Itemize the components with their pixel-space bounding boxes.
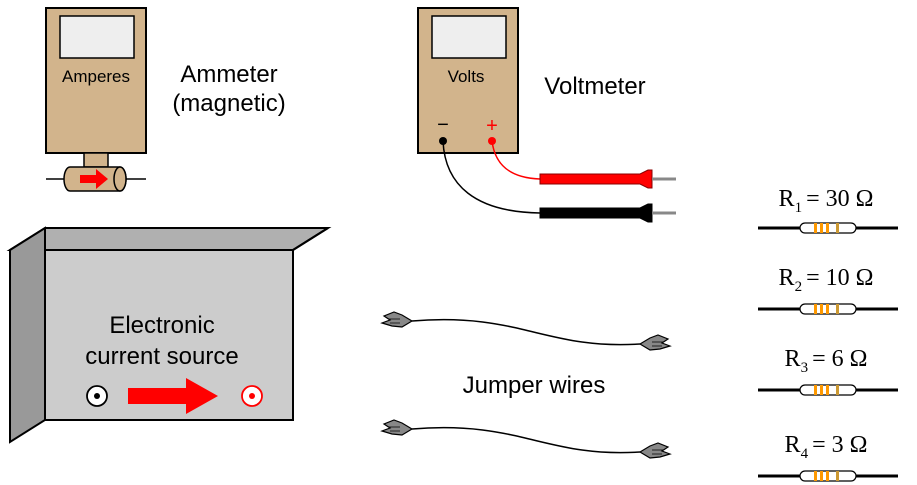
ammeter-arrow-icon: [80, 169, 108, 189]
red-test-lead[interactable]: [491, 140, 676, 189]
voltmeter-scale-label: Volts: [448, 67, 485, 86]
ammeter-clamp-end: [113, 166, 127, 192]
resistor-r2-label: R2= 10 Ω: [779, 265, 874, 295]
resistor-r4-label: R4= 3 Ω: [785, 432, 868, 462]
source-left-face: [9, 226, 46, 444]
resistor-r1[interactable]: R1= 30 Ω: [756, 186, 900, 235]
voltmeter-positive-symbol: +: [486, 115, 498, 137]
source-direction-arrow-icon: [128, 378, 218, 414]
jumper-wire-1[interactable]: [381, 311, 671, 351]
source-positive-terminal[interactable]: [241, 385, 263, 407]
jumper-wire-2-cable: [411, 426, 641, 454]
resistor-r1-label: R1= 30 Ω: [779, 186, 874, 216]
source-label-line2: current source: [85, 343, 238, 370]
ammeter-caption-line1: Ammeter: [180, 61, 277, 88]
source-top-face: [6, 227, 332, 251]
voltmeter[interactable]: Volts − + Voltmeter: [417, 7, 646, 154]
red-lead-wire: [491, 140, 541, 180]
current-source[interactable]: Electronic current source: [6, 226, 332, 444]
jumper-wires-caption: Jumper wires: [463, 372, 606, 399]
ammeter-caption-line2: (magnetic): [172, 90, 285, 117]
resistor-r3[interactable]: R3= 6 Ω: [756, 346, 900, 397]
source-label-line1: Electronic: [109, 312, 214, 339]
jumper-wire-2[interactable]: [381, 419, 671, 459]
black-test-lead[interactable]: [442, 140, 676, 223]
jumper-wire-1-cable: [411, 318, 641, 346]
resistor-r2[interactable]: R2= 10 Ω: [756, 265, 900, 316]
source-negative-terminal[interactable]: [86, 385, 108, 407]
source-back-edge: [292, 227, 329, 251]
ammeter-neck: [83, 152, 109, 168]
ammeter[interactable]: Amperes Ammeter (magnetic): [45, 7, 286, 192]
resistor-r3-label: R3= 6 Ω: [785, 346, 868, 376]
black-lead-wire: [442, 140, 541, 214]
ammeter-scale-label: Amperes: [62, 67, 130, 86]
voltmeter-caption: Voltmeter: [544, 73, 645, 100]
black-probe-handle: [539, 203, 653, 223]
voltmeter-display: [431, 15, 507, 59]
red-probe-handle: [539, 169, 653, 189]
resistor-r4[interactable]: R4= 3 Ω: [756, 432, 900, 483]
voltmeter-negative-symbol: −: [437, 114, 449, 136]
ammeter-display: [59, 15, 135, 59]
